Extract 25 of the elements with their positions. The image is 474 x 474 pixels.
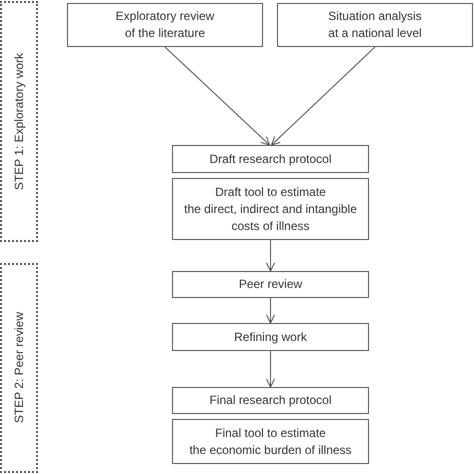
process-box — [172, 145, 369, 173]
dotted-stage-box — [0, 1, 38, 242]
process-box — [172, 387, 369, 414]
process-text: Exploratory review of the literature — [116, 8, 214, 42]
process-box — [172, 419, 369, 464]
arrow — [266, 298, 276, 324]
arrow — [271, 46, 376, 146]
arrow — [266, 240, 276, 272]
stage-label: STEP 2: Peer review — [11, 312, 27, 424]
process-box — [172, 271, 369, 298]
process-box — [277, 3, 473, 47]
process-box — [172, 178, 369, 240]
process-text: Final research protocol — [209, 392, 332, 409]
stage-label: STEP 1: Exploratory work — [11, 52, 27, 190]
process-text: Draft research protocol — [209, 150, 332, 168]
process-text: Peer review — [238, 276, 302, 293]
arrow — [266, 350, 276, 388]
process-text: Draft tool to estimate the direct, indirect and intangible costs of illness — [184, 184, 357, 234]
arrow — [164, 46, 270, 146]
process-text: Refining work — [234, 328, 307, 346]
process-text: Final tool to estimate the economic burden of illness — [189, 424, 352, 458]
process-box — [172, 323, 369, 351]
process-box — [67, 3, 263, 47]
process-text: Situation analysis at a national level — [328, 8, 422, 42]
dotted-stage-box — [0, 263, 38, 473]
